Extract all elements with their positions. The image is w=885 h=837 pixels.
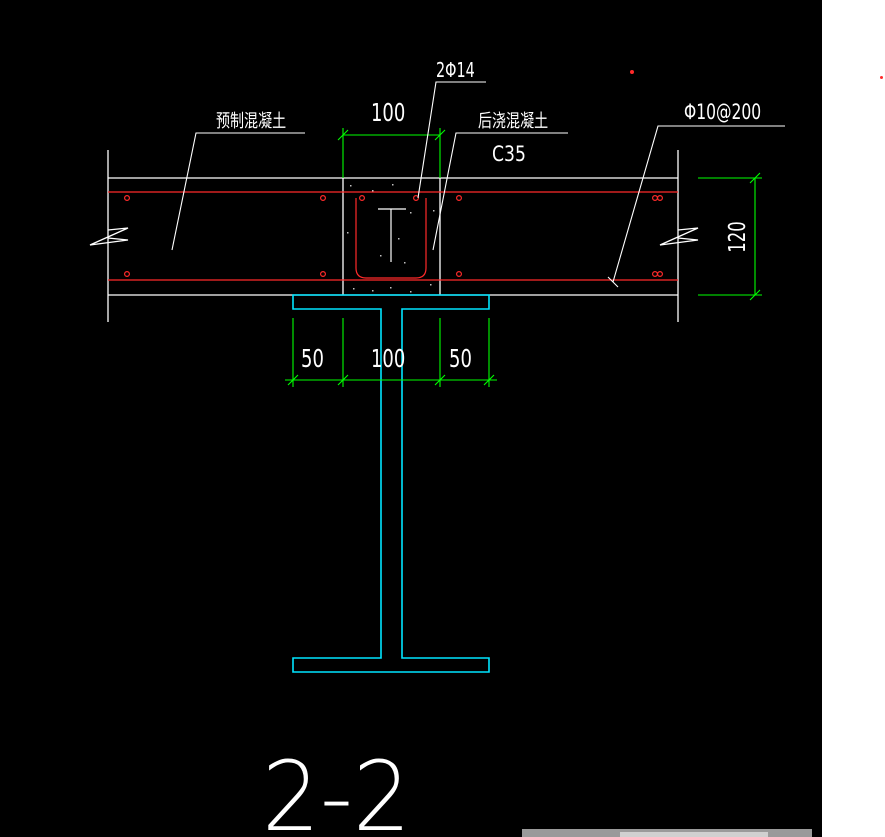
rebar-dot <box>320 195 327 202</box>
rebar-dot <box>651 271 658 278</box>
concrete-hatch <box>347 184 435 293</box>
break-symbol-right <box>659 227 699 246</box>
slab-outline <box>107 150 679 322</box>
rebar-dot <box>656 195 663 202</box>
rebar-dot <box>656 271 663 278</box>
label-concrete-grade: C35 <box>492 141 526 166</box>
section-drawing: 预制混凝土 后浇混凝土 C35 2Φ14 Φ10@200 100 120 50 … <box>89 60 785 837</box>
rebar-dot <box>651 195 658 202</box>
label-precast-concrete: 预制混凝土 <box>216 110 286 131</box>
rebar-dot <box>320 271 327 278</box>
scrollbar-thumb[interactable] <box>620 832 768 837</box>
dimension-lines <box>285 128 762 387</box>
side-marker-dot <box>880 76 883 79</box>
rebar <box>108 191 678 281</box>
rebar-dot <box>123 271 130 278</box>
section-title: 2-2 <box>262 742 411 837</box>
rebar-dot <box>456 195 463 202</box>
steel-i-beam <box>292 294 490 673</box>
cad-canvas[interactable]: 预制混凝土 后浇混凝土 C35 2Φ14 Φ10@200 100 120 50 … <box>0 0 822 837</box>
rebar-dot <box>456 271 463 278</box>
label-cast-in-place-concrete: 后浇混凝土 <box>478 110 548 131</box>
dim-right-flange: 50 <box>449 345 472 374</box>
u-stirrup <box>355 198 427 279</box>
stray-point <box>630 70 634 74</box>
label-top-rebar: 2Φ14 <box>436 60 475 83</box>
dim-left-flange: 50 <box>301 345 324 374</box>
dim-opening-width: 100 <box>371 99 405 128</box>
dim-slab-thickness: 120 <box>723 221 751 253</box>
rebar-dot <box>359 195 366 202</box>
break-symbol-left <box>89 227 129 246</box>
rebar-dot <box>123 195 130 202</box>
leader-lines <box>171 81 785 288</box>
dim-middle: 100 <box>371 345 405 374</box>
rebar-dot <box>413 195 420 202</box>
label-distribution-rebar: Φ10@200 <box>684 101 761 125</box>
